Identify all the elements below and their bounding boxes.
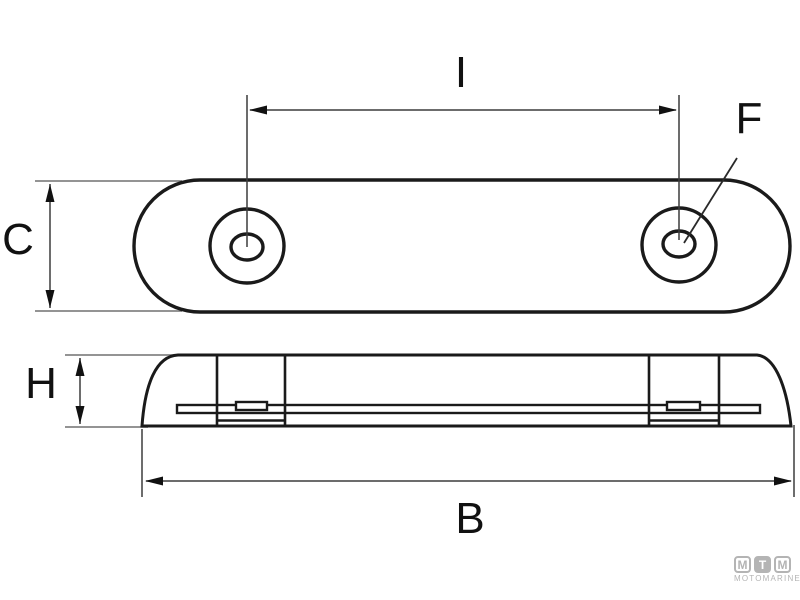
dimension-B — [141, 425, 795, 497]
c-arrow-bottom — [45, 290, 55, 308]
top-view — [35, 95, 792, 314]
anode-body-top-view — [132, 178, 792, 314]
logo-tile-t: T — [754, 556, 771, 573]
strap-joint-right — [665, 400, 702, 412]
f-leader-line — [683, 157, 738, 244]
h-arrow-top — [75, 358, 85, 376]
dimension-C — [45, 184, 55, 308]
logo-letter-tiles: M T M — [734, 556, 794, 573]
dim-label-F: F — [735, 94, 763, 143]
strap-bar — [175, 403, 762, 415]
logo-wordmark: MOTOMARINE — [734, 574, 800, 583]
i-arrow-left — [249, 105, 267, 115]
dimension-I — [246, 95, 680, 247]
dim-label-B: B — [455, 494, 485, 543]
dimension-H — [75, 358, 85, 424]
b-arrow-left — [145, 476, 163, 486]
mtm-motomarine-logo: M T M MOTOMARINE — [734, 556, 800, 583]
i-arrow-right — [659, 105, 677, 115]
dim-label-I: I — [454, 48, 468, 97]
b-arrow-right — [774, 476, 792, 486]
logo-tile-m2: M — [774, 556, 791, 573]
side-view — [65, 353, 795, 497]
anode-body-side-view — [140, 353, 793, 428]
dim-label-H: H — [25, 359, 57, 408]
h-arrow-bottom — [75, 406, 85, 424]
c-arrow-top — [45, 184, 55, 202]
strap-joint-left — [234, 400, 269, 412]
logo-tile-m1: M — [734, 556, 751, 573]
dim-label-C: C — [2, 215, 34, 264]
